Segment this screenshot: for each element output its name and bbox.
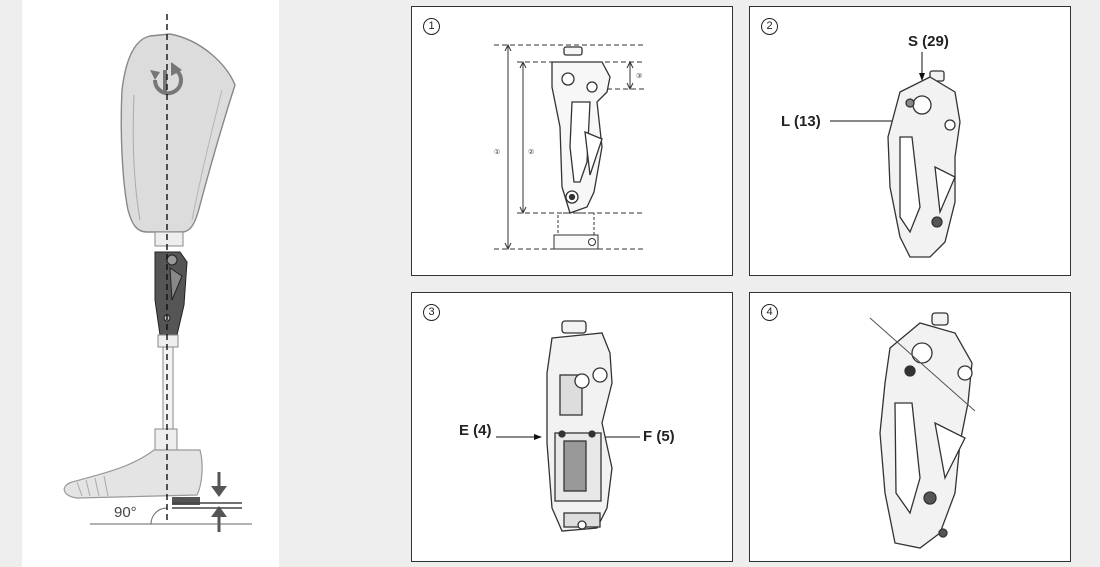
step-3-panel: 3 E (4) F (5) — [411, 292, 733, 562]
heel-height-arrows — [172, 472, 242, 532]
foot-adapter — [154, 428, 178, 452]
step-number-4: 4 — [761, 304, 778, 321]
knee-tool-access-drawing — [869, 312, 976, 549]
knee-joint — [154, 251, 188, 336]
dimension-marker-1: ① — [494, 148, 500, 156]
label-e: E (4) — [459, 422, 492, 439]
knee-joint-rotated-view — [879, 312, 973, 549]
label-f: F (5) — [643, 428, 675, 445]
step-number-3: 3 — [423, 304, 440, 321]
knee-lower-adapter — [157, 334, 179, 348]
prosthetic-foot — [63, 449, 203, 499]
socket-outline — [120, 33, 236, 233]
step-1-panel: 1 ① ② ③ — [411, 6, 733, 276]
step-number-1: 1 — [423, 18, 440, 35]
socket-shadow-line — [191, 89, 223, 221]
label-s: S (29) — [908, 33, 949, 50]
dimension-marker-3: ③ — [636, 72, 642, 80]
rotation-icon — [150, 62, 183, 96]
step-4-panel: 4 — [749, 292, 1071, 562]
angle-label: 90° — [114, 504, 137, 521]
step-number-2: 2 — [761, 18, 778, 35]
knee-joint-side-view — [551, 46, 611, 214]
knee-joint-3-4-view — [887, 70, 961, 258]
knee-screw-locations-drawing: S (29) L (13) — [781, 33, 961, 258]
pylon-adapter-dashed — [557, 212, 595, 238]
knee-joint-open-view — [546, 320, 613, 532]
socket-inner-line — [132, 94, 141, 221]
label-l: L (13) — [781, 113, 821, 130]
step-2-panel: 2 S (29) L (13) — [749, 6, 1071, 276]
knee-dimension-drawing: ① ② ③ — [494, 43, 644, 251]
heel-block — [172, 497, 200, 505]
tool-axis-line — [869, 317, 976, 412]
angle-arc — [150, 507, 168, 525]
prosthesis-overview: 90° — [22, 0, 279, 567]
prosthesis-overview-drawing: 90° — [63, 14, 252, 532]
dimension-marker-2: ② — [528, 148, 534, 156]
pylon-tube — [162, 346, 174, 430]
socket-adapter — [154, 231, 184, 247]
knee-cylinder-screws-drawing: E (4) F (5) — [459, 320, 675, 532]
